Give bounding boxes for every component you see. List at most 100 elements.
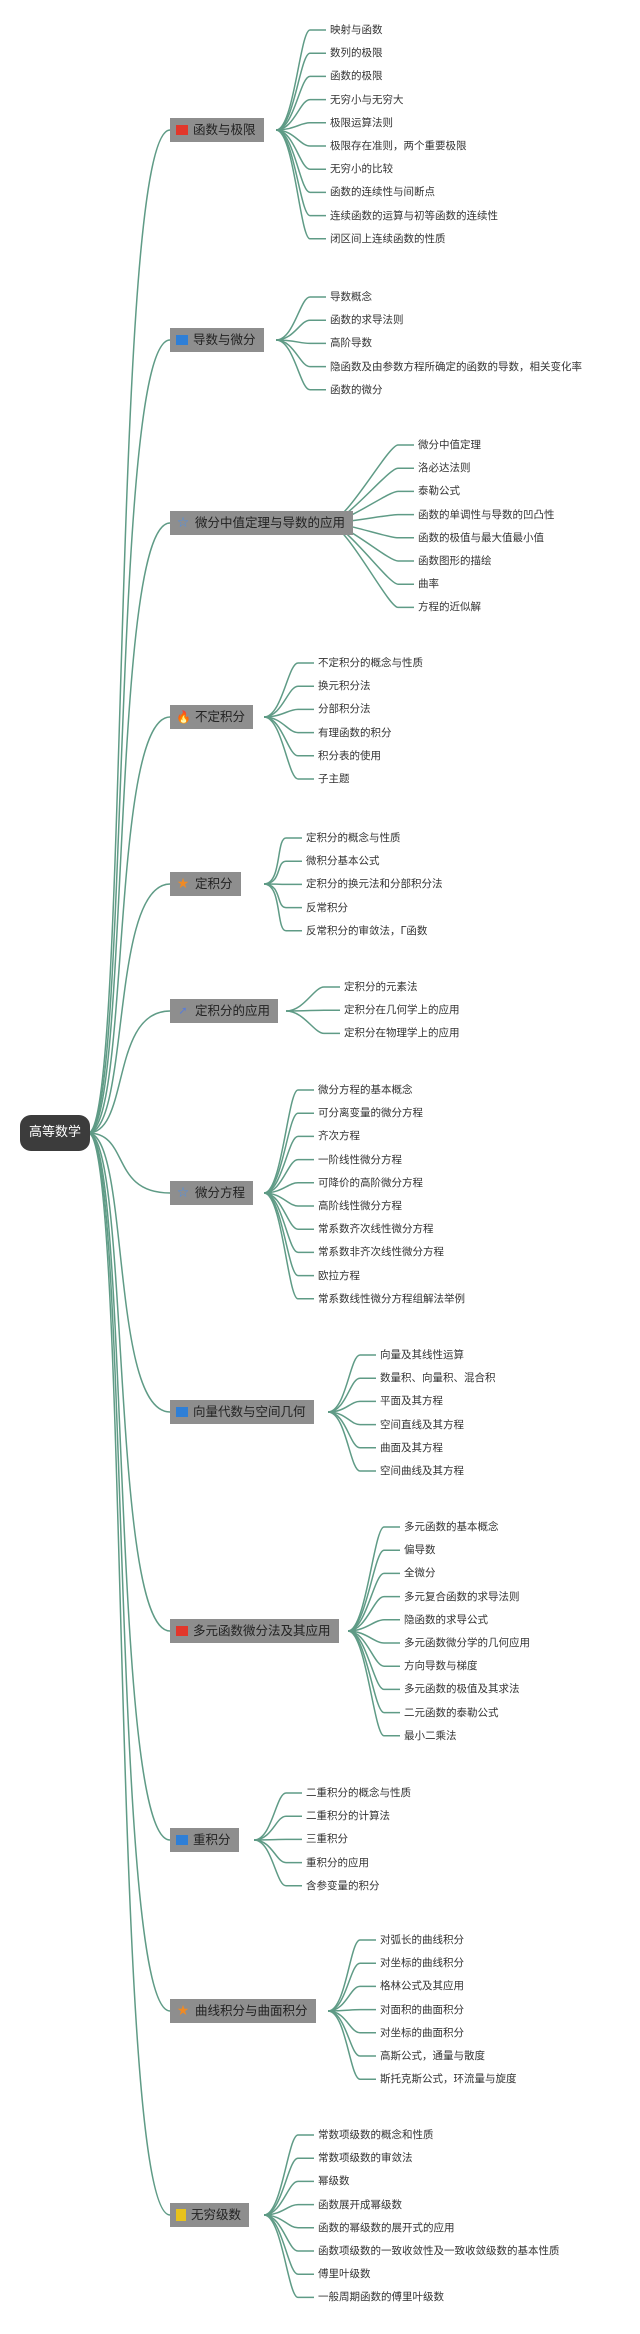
leaf-item[interactable]: 函数的极限	[330, 70, 383, 83]
leaf-item[interactable]: 平面及其方程	[380, 1395, 443, 1408]
leaf-item[interactable]: 方程的近似解	[418, 601, 481, 614]
leaf-item[interactable]: 泰勒公式	[418, 485, 460, 498]
leaf-item[interactable]: 对弧长的曲线积分	[380, 1934, 464, 1946]
leaf-item[interactable]: 高斯公式，通量与散度	[380, 2050, 485, 2062]
root-node[interactable]: 高等数学	[20, 1115, 90, 1151]
topic-node[interactable]: ➚定积分的应用	[170, 999, 279, 1023]
leaf-item[interactable]: 有理函数的积分	[318, 726, 392, 739]
leaf-item[interactable]: 最小二乘法	[404, 1729, 457, 1742]
leaf-item[interactable]: 三重积分	[306, 1833, 348, 1846]
leaf-item[interactable]: 分部积分法	[318, 703, 371, 716]
leaf-item[interactable]: 定积分的概念与性质	[306, 832, 401, 844]
leaf-item[interactable]: 微积分基本公式	[306, 855, 380, 868]
leaf-item[interactable]: 偏导数	[404, 1544, 436, 1557]
leaf-item[interactable]: 闭区间上连续函数的性质	[330, 232, 446, 245]
leaf-item[interactable]: 多元函数微分学的几何应用	[404, 1637, 530, 1649]
topic-node[interactable]: 导数与微分	[170, 328, 264, 352]
leaf-item[interactable]: 重积分的应用	[306, 1856, 369, 1869]
leaf-item[interactable]: 齐次方程	[318, 1130, 360, 1143]
leaf-item[interactable]: 常系数齐次线性微分方程	[318, 1223, 434, 1236]
root-link	[87, 1132, 171, 1632]
topic-node[interactable]: 向量代数与空间几何	[170, 1400, 314, 1424]
leaf-item[interactable]: 对坐标的曲面积分	[380, 2026, 464, 2039]
leaf-item[interactable]: 函数的微分	[330, 383, 383, 396]
leaf-item[interactable]: 导数概念	[330, 291, 372, 303]
leaf-item[interactable]: 可降价的高阶微分方程	[318, 1176, 423, 1189]
leaf-item[interactable]: 一般周期函数的傅里叶级数	[318, 2291, 444, 2304]
leaf-item[interactable]: 对面积的曲面积分	[380, 2003, 464, 2016]
leaf-item[interactable]: 空间曲线及其方程	[380, 1465, 464, 1477]
leaf-item[interactable]: 连续函数的运算与初等函数的连续性	[330, 209, 498, 222]
topic-node[interactable]: ☆微分中值定理与导数的应用	[170, 511, 354, 535]
leaf-item[interactable]: 积分表的使用	[318, 749, 381, 762]
leaf-item[interactable]: 洛必达法则	[418, 462, 471, 475]
leaf-item[interactable]: 可分离变量的微分方程	[318, 1107, 423, 1120]
leaf-item[interactable]: 常数项级数的审敛法	[318, 2152, 413, 2165]
leaf-item[interactable]: 二元函数的泰勒公式	[404, 1706, 499, 1719]
leaf-item[interactable]: 数列的极限	[330, 47, 383, 60]
leaf-item[interactable]: 幂级数	[318, 2175, 350, 2188]
leaf-item[interactable]: 二重积分的计算法	[306, 1810, 390, 1823]
topic-node[interactable]: 多元函数微分法及其应用	[170, 1619, 339, 1643]
leaf-item[interactable]: 常系数非齐次线性微分方程	[318, 1246, 444, 1259]
leaf-item[interactable]: 全微分	[404, 1567, 436, 1580]
leaf-link	[275, 52, 326, 131]
leaf-item[interactable]: 多元函数的极值及其求法	[404, 1683, 520, 1696]
leaf-item[interactable]: 隐函数的求导公式	[404, 1613, 488, 1626]
leaf-item[interactable]: 函数的极值与最大值最小值	[418, 531, 544, 544]
leaf-item[interactable]: 函数图形的描绘	[418, 555, 492, 567]
leaf-item[interactable]: 定积分在物理学上的应用	[344, 1027, 460, 1040]
leaf-item[interactable]: 无穷小与无穷大	[330, 93, 404, 106]
leaf-item[interactable]: 无穷小的比较	[330, 163, 393, 176]
leaf-item[interactable]: 欧拉方程	[318, 1269, 360, 1282]
leaf-item[interactable]: 换元积分法	[318, 680, 371, 693]
leaf-item[interactable]: 曲率	[418, 578, 439, 591]
leaf-item[interactable]: 对坐标的曲线积分	[380, 1957, 464, 1970]
topic-node[interactable]: 🔥不定积分	[170, 705, 254, 729]
leaf-item[interactable]: 反常积分的审敛法，Γ函数	[306, 924, 428, 937]
topic-node[interactable]: ★曲线积分与曲面积分	[170, 1999, 316, 2023]
leaf-item[interactable]: 向量及其线性运算	[380, 1349, 464, 1361]
leaf-item[interactable]: 映射与函数	[330, 24, 383, 36]
topic-node[interactable]: ★定积分	[170, 872, 241, 896]
leaf-item[interactable]: 常系数线性微分方程组解法举例	[318, 1292, 465, 1305]
leaf-item[interactable]: 二重积分的概念与性质	[306, 1787, 411, 1799]
topic-node[interactable]: 函数与极限	[170, 118, 264, 142]
leaf-item[interactable]: 不定积分的概念与性质	[318, 657, 423, 669]
leaf-item[interactable]: 定积分的元素法	[344, 981, 418, 993]
leaf-item[interactable]: 多元函数的基本概念	[404, 1521, 499, 1533]
leaf-item[interactable]: 格林公式及其应用	[380, 1980, 464, 1993]
leaf-item[interactable]: 隐函数及由参数方程所确定的函数的导数，相关变化率	[330, 360, 582, 373]
leaf-item[interactable]: 微分中值定理	[418, 439, 481, 451]
leaf-item[interactable]: 极限存在准则，两个重要极限	[330, 140, 467, 152]
leaf-item[interactable]: 函数展开成幂级数	[318, 2198, 402, 2211]
leaf-item[interactable]: 曲面及其方程	[380, 1441, 443, 1454]
topic-node[interactable]: 重积分	[170, 1828, 239, 1852]
leaf-item[interactable]: 子主题	[318, 773, 350, 785]
leaf-item[interactable]: 空间直线及其方程	[380, 1418, 464, 1431]
leaf-item[interactable]: 常数项级数的概念和性质	[318, 2129, 434, 2141]
topic-node[interactable]: 无穷级数	[170, 2203, 250, 2227]
leaf-item[interactable]: 多元复合函数的求导法则	[404, 1590, 520, 1603]
topic-node[interactable]: ☆微分方程	[170, 1181, 254, 1205]
leaf-link	[347, 1549, 400, 1632]
leaf-item[interactable]: 数量积、向量积、混合积	[380, 1372, 496, 1385]
leaf-item[interactable]: 函数的连续性与间断点	[330, 186, 435, 199]
leaf-item[interactable]: 一阶线性微分方程	[318, 1153, 402, 1166]
leaf-item[interactable]: 高阶导数	[330, 337, 372, 350]
leaf-item[interactable]: 函数的单调性与导数的凹凸性	[418, 508, 555, 521]
leaf-item[interactable]: 极限运算法则	[330, 116, 393, 129]
leaf-item[interactable]: 微分方程的基本概念	[318, 1084, 413, 1096]
leaf-item[interactable]: 傅里叶级数	[318, 2268, 371, 2281]
leaf-item[interactable]: 反常积分	[306, 901, 348, 914]
leaf-item[interactable]: 斯托克斯公式，环流量与旋度	[380, 2073, 517, 2086]
leaf-item[interactable]: 方向导数与梯度	[404, 1660, 478, 1673]
leaf-item[interactable]: 定积分在几何学上的应用	[344, 1004, 460, 1017]
leaf-item[interactable]: 函数项级数的一致收敛性及一致收敛级数的基本性质	[318, 2245, 560, 2257]
leaf-item[interactable]: 函数的求导法则	[330, 314, 404, 327]
leaf-item[interactable]: 高阶线性微分方程	[318, 1200, 402, 1212]
leaf-item[interactable]: 函数的幂级数的展开式的应用	[318, 2221, 455, 2234]
leaf-item[interactable]: 含参变量的积分	[306, 1879, 380, 1892]
root-link	[87, 1132, 171, 1841]
leaf-item[interactable]: 定积分的换元法和分部积分法	[306, 878, 443, 891]
